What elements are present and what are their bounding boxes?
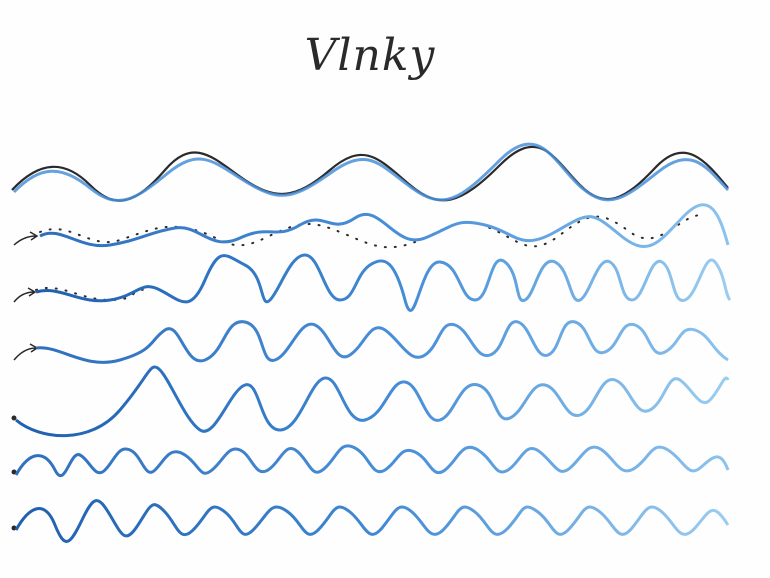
arrow-icon: [13, 343, 39, 361]
arrow-icon: [13, 231, 39, 246]
crayon-trace: [14, 444, 730, 478]
dotted-guide: [39, 213, 706, 249]
crayon-trace: [14, 499, 730, 543]
crayon-trace: [39, 203, 730, 248]
start-dot: [11, 415, 17, 421]
crayon-trace: [12, 142, 730, 202]
crayon-trace: [35, 320, 729, 364]
wave-row-2: [13, 203, 730, 249]
arrow-icon: [13, 287, 37, 303]
crayon-trace: [15, 365, 730, 438]
wave-row-3: [13, 253, 732, 312]
crayon-trace: [35, 253, 732, 312]
worksheet-title: Vlnky: [304, 30, 436, 81]
wave-row-7: [11, 499, 730, 543]
start-dot: [11, 469, 17, 475]
pencil-guide-line: [11, 145, 729, 202]
wave-row-6: [11, 444, 730, 478]
wave-row-5: [11, 365, 730, 438]
wave-row-1: [11, 142, 730, 202]
wave-row-4: [13, 320, 729, 364]
